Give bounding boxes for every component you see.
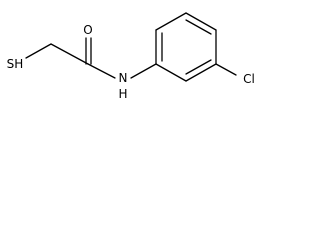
bond-carbonyl-n	[87, 63, 116, 79]
chemical-structure: SH O N H Cl	[7, 12, 255, 101]
atom-label-cl: Cl	[243, 72, 255, 86]
bond-ring-cl	[215, 63, 237, 76]
ring-bond-3-inner	[185, 19, 212, 35]
bond-n-ring	[130, 63, 157, 79]
atom-label-nh: H	[118, 87, 127, 101]
atom-label-n: N	[119, 71, 128, 85]
ring-bond-3	[185, 12, 217, 31]
atom-label-o: O	[83, 23, 92, 37]
ring-bond-6	[155, 63, 187, 82]
ring-bond-5	[185, 63, 217, 82]
bond-ch2-carbonyl	[50, 43, 89, 65]
ring-bond-2	[155, 12, 187, 31]
ring-bond-5-inner	[185, 59, 212, 75]
atom-label-sh: SH	[7, 57, 24, 71]
bond-s-ch2	[25, 43, 52, 59]
